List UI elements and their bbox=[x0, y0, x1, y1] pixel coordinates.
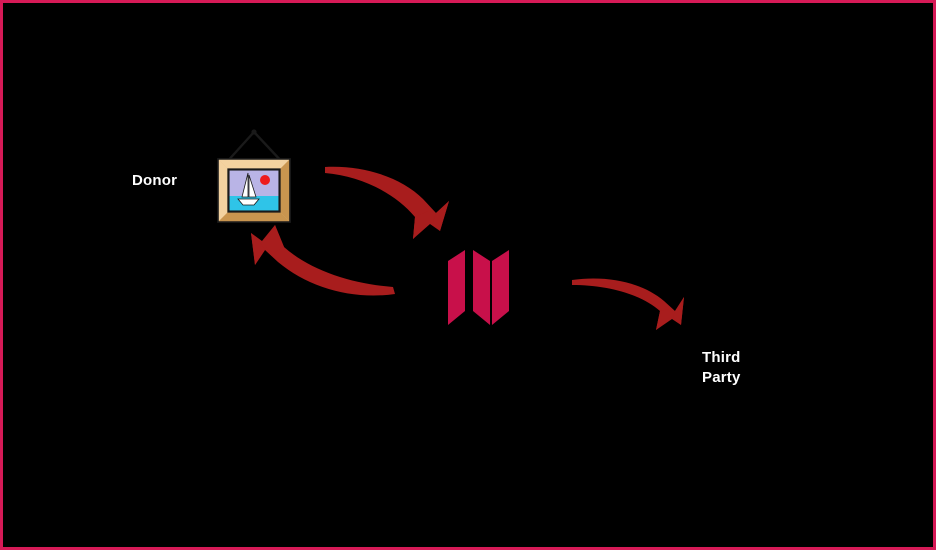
third-party-label-line2: Party bbox=[702, 369, 741, 386]
arrow-institution-to-third-party bbox=[572, 278, 684, 330]
painting-sail-right bbox=[248, 174, 257, 198]
painting-sail-left bbox=[241, 172, 249, 198]
museum-pillars-icon bbox=[448, 250, 509, 325]
painting-hull bbox=[237, 198, 260, 206]
diagram-canvas bbox=[217, 129, 684, 330]
arrow-institution-to-donor bbox=[251, 225, 395, 296]
painting-sun bbox=[260, 175, 270, 185]
framed-painting-icon bbox=[217, 129, 291, 223]
picture-hook-nail bbox=[251, 129, 257, 135]
arrow-donor-to-institution bbox=[325, 166, 449, 239]
third-party-label-line1: Third bbox=[702, 349, 741, 366]
donor-label: Donor bbox=[132, 172, 178, 189]
